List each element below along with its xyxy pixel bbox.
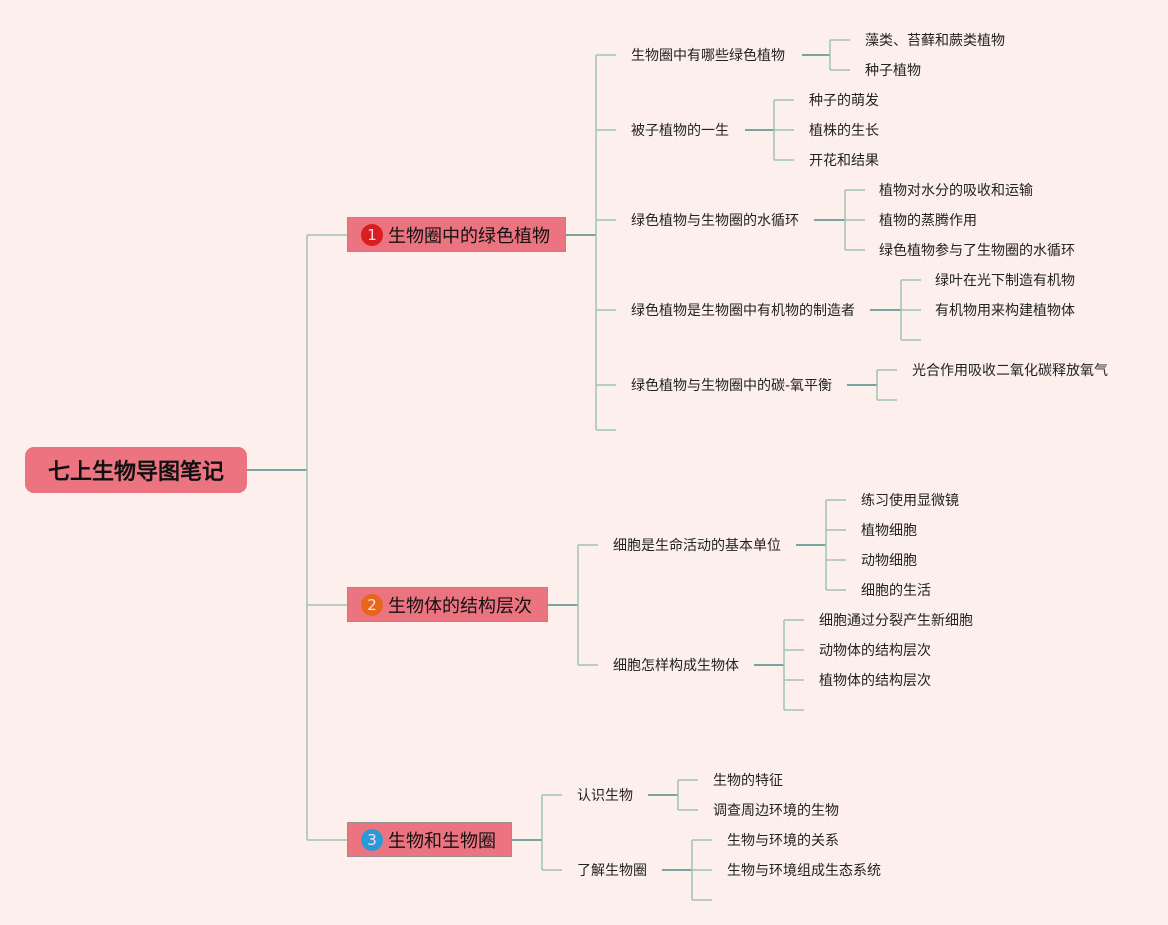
topic-1-2[interactable]: 被子植物的一生 (631, 123, 729, 139)
leaf-node[interactable]: 细胞通过分裂产生新细胞 (819, 613, 973, 629)
leaf-node[interactable]: 种子的萌发 (809, 93, 879, 109)
leaf-node[interactable]: 有机物用来构建植物体 (935, 303, 1075, 319)
topic-2-1[interactable]: 细胞是生命活动的基本单位 (613, 538, 781, 554)
leaf-node[interactable]: 动物体的结构层次 (819, 643, 931, 659)
topic-3-1[interactable]: 认识生物 (577, 788, 633, 804)
topic-2-2[interactable]: 细胞怎样构成生物体 (613, 658, 739, 674)
leaf-node[interactable]: 细胞的生活 (861, 583, 931, 599)
leaf-node[interactable]: 植物细胞 (861, 523, 917, 539)
number-1-icon: 1 (361, 223, 383, 246)
leaf-node[interactable]: 生物与环境组成生态系统 (727, 863, 881, 879)
branch-label: 生物体的结构层次 (388, 595, 532, 617)
leaf-node[interactable]: 生物的特征 (713, 773, 783, 789)
leaf-node[interactable]: 开花和结果 (809, 153, 879, 169)
topic-1-3[interactable]: 绿色植物与生物圈的水循环 (631, 213, 799, 229)
leaf-node[interactable]: 练习使用显微镜 (861, 493, 959, 509)
topic-3-2[interactable]: 了解生物圈 (577, 863, 647, 879)
leaf-node[interactable]: 生物与环境的关系 (727, 833, 839, 849)
number-2-icon: 2 (361, 593, 383, 616)
leaf-node[interactable]: 调查周边环境的生物 (713, 803, 839, 819)
topic-1-1[interactable]: 生物圈中有哪些绿色植物 (631, 48, 785, 64)
leaf-node[interactable]: 绿色植物参与了生物圈的水循环 (879, 243, 1075, 259)
branch-3-node[interactable]: 3 生物和生物圈 (347, 822, 512, 857)
leaf-node[interactable]: 种子植物 (865, 63, 921, 79)
root-title: 七上生物导图笔记 (47, 460, 224, 485)
number-3-icon: 3 (361, 828, 383, 851)
topic-1-4[interactable]: 绿色植物是生物圈中有机物的制造者 (631, 303, 855, 319)
topic-1-5[interactable]: 绿色植物与生物圈中的碳-氧平衡 (631, 378, 833, 394)
leaf-node[interactable]: 光合作用吸收二氧化碳释放氧气 (912, 363, 1108, 379)
leaf-node[interactable]: 动物细胞 (861, 553, 917, 569)
leaf-node[interactable]: 植物对水分的吸收和运输 (879, 183, 1033, 199)
leaf-node[interactable]: 植株的生长 (809, 123, 879, 139)
branch-label: 生物圈中的绿色植物 (388, 225, 550, 247)
branch-label: 生物和生物圈 (388, 830, 496, 852)
leaf-node[interactable]: 植物体的结构层次 (819, 673, 931, 689)
leaf-node[interactable]: 藻类、苔藓和蕨类植物 (865, 33, 1005, 49)
branch-1-node[interactable]: 1 生物圈中的绿色植物 (347, 217, 566, 252)
leaf-node[interactable]: 绿叶在光下制造有机物 (935, 273, 1075, 289)
branch-2-node[interactable]: 2 生物体的结构层次 (347, 587, 548, 622)
root-node[interactable]: 七上生物导图笔记 (25, 447, 247, 493)
leaf-node[interactable]: 植物的蒸腾作用 (879, 213, 977, 229)
